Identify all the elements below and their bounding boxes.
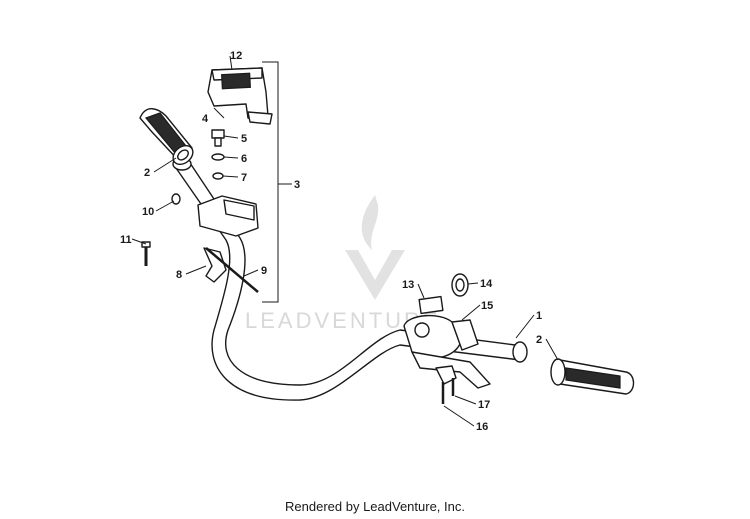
callout-4: 4 xyxy=(202,113,209,125)
cap-14 xyxy=(451,273,469,297)
throttle-lever xyxy=(203,247,227,283)
leader-lines xyxy=(131,55,559,427)
callout-17: 17 xyxy=(478,399,490,411)
left-grip xyxy=(139,108,194,166)
screw-11 xyxy=(141,241,151,266)
screw-10 xyxy=(171,193,181,205)
callout-2-right: 2 xyxy=(536,334,542,346)
switch-housing xyxy=(207,67,273,125)
label-13 xyxy=(418,295,444,315)
footer-credit: Rendered by LeadVenture, Inc. xyxy=(285,499,465,514)
callout-8: 8 xyxy=(176,269,182,281)
callout-7: 7 xyxy=(241,172,247,184)
lower-clamp xyxy=(197,195,259,237)
callout-2-left: 2 xyxy=(144,167,150,179)
brake-lever-assembly xyxy=(403,315,491,389)
callout-3: 3 xyxy=(294,179,300,191)
callout-15: 15 xyxy=(481,300,493,312)
callout-1: 1 xyxy=(536,310,542,322)
callout-11: 11 xyxy=(120,234,132,246)
callout-9: 9 xyxy=(261,265,267,277)
callout-5: 5 xyxy=(241,133,247,145)
watermark-logo: LEADVENTURE xyxy=(245,195,438,333)
bracket-3 xyxy=(262,61,279,303)
handlebar xyxy=(172,157,528,401)
right-grip xyxy=(550,358,635,395)
callout-numbers: 12 4 5 6 7 3 2 10 11 8 9 13 14 15 1 2 17… xyxy=(120,50,542,433)
callout-16: 16 xyxy=(476,421,488,433)
callout-13: 13 xyxy=(402,279,414,291)
callout-6: 6 xyxy=(241,153,247,165)
callout-12: 12 xyxy=(230,50,242,62)
callout-14: 14 xyxy=(480,278,493,290)
bolt-9 xyxy=(205,247,259,293)
bolt-washer-stack xyxy=(211,129,225,180)
screws-16-17 xyxy=(441,378,455,404)
callout-10: 10 xyxy=(142,206,154,218)
